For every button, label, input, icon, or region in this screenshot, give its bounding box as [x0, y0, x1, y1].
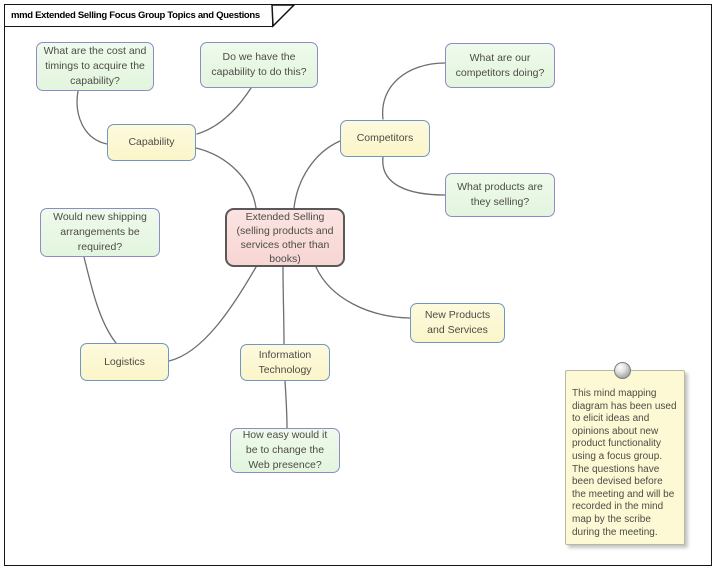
connector-infotech-qweb[interactable]	[284, 380, 288, 429]
topic-node-information-technology[interactable]: Information Technology	[240, 344, 330, 381]
connector-competitors-qcompetitors[interactable]	[382, 62, 446, 120]
diagram-title-tab: mmd Extended Selling Focus Group Topics …	[4, 4, 273, 27]
pin-icon	[614, 362, 631, 379]
connector-capability-central[interactable]	[195, 147, 257, 209]
question-node-competitors-doing[interactable]: What are our competitors doing?	[445, 43, 555, 88]
question-node-products-selling[interactable]: What products are they selling?	[445, 173, 555, 217]
connector-competitors-qproducts[interactable]	[382, 156, 446, 196]
topic-node-competitors[interactable]: Competitors	[340, 120, 430, 157]
connector-central-infotech[interactable]	[282, 266, 285, 345]
connector-central-logistics[interactable]	[168, 266, 257, 362]
central-node-extended-selling[interactable]: Extended Selling (selling products and s…	[225, 208, 345, 267]
diagram-frame	[4, 4, 712, 566]
question-node-shipping-arrangements[interactable]: Would new shipping arrangements be requi…	[40, 208, 160, 257]
connector-competitors-central[interactable]	[293, 140, 341, 209]
diagram-title: mmd Extended Selling Focus Group Topics …	[11, 10, 260, 21]
note[interactable]: This mind mapping diagram has been used …	[565, 370, 685, 545]
question-node-cost-timings[interactable]: What are the cost and timings to acquire…	[36, 42, 154, 91]
topic-node-new-products-services[interactable]: New Products and Services	[410, 303, 505, 343]
question-node-web-presence[interactable]: How easy would it be to change the Web p…	[230, 428, 340, 473]
topic-node-logistics[interactable]: Logistics	[80, 343, 169, 381]
connector-qshipping-logistics[interactable]	[83, 256, 117, 344]
connector-qcost-capability[interactable]	[76, 90, 108, 145]
connector-central-newproducts[interactable]	[315, 266, 411, 319]
connector-qcapability-capability[interactable]	[196, 87, 252, 135]
topic-node-capability[interactable]: Capability	[107, 124, 196, 161]
note-text: This mind mapping diagram has been used …	[572, 388, 677, 538]
question-node-have-capability[interactable]: Do we have the capability to do this?	[200, 42, 318, 88]
